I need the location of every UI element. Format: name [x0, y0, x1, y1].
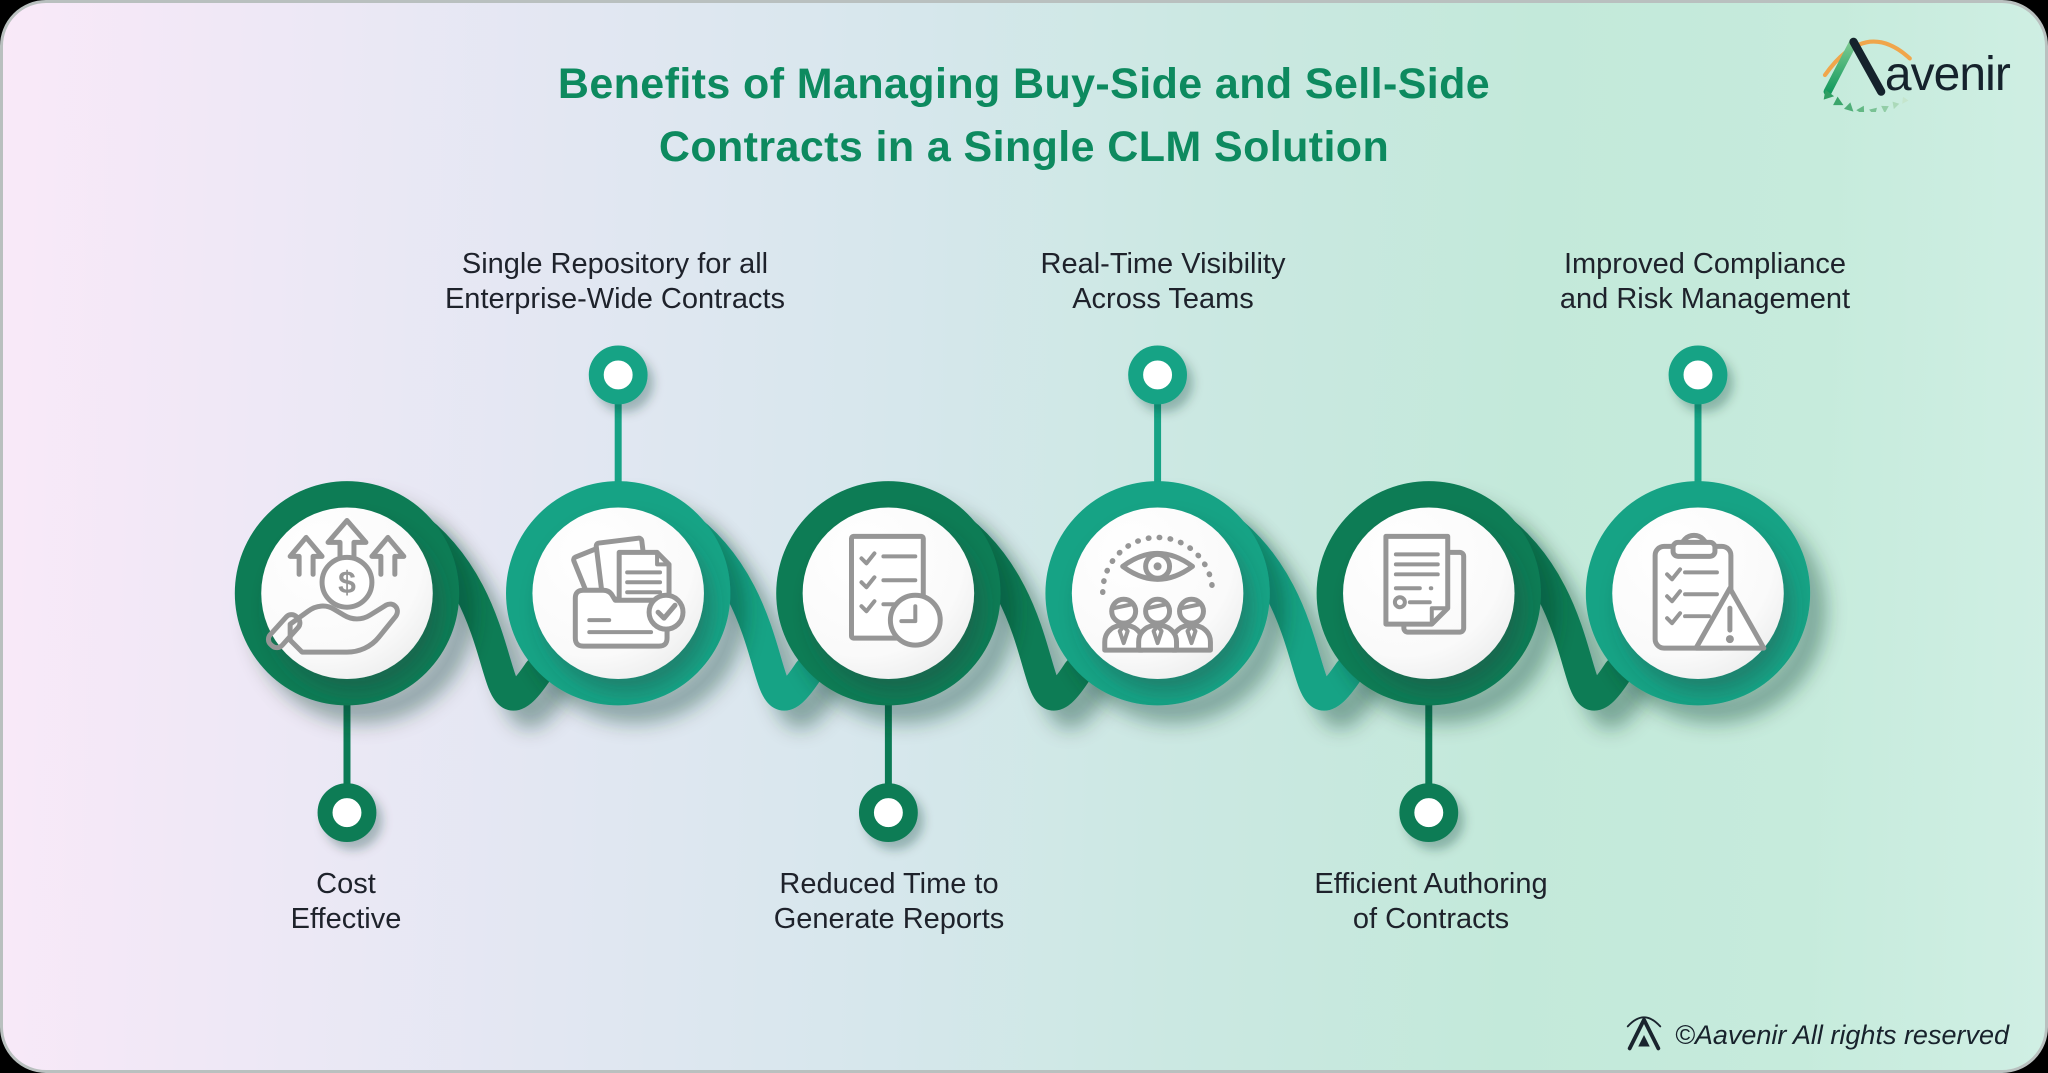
svg-text:$: $: [338, 564, 356, 600]
step-circle-3: [776, 481, 1001, 706]
step-label-efficient-authoring: Efficient Authoring of Contracts: [1314, 867, 1547, 937]
label-line: Single Repository for all: [461, 248, 769, 280]
checklist-clock-icon: [849, 533, 943, 648]
step-label-reduced-time: Reduced Time to Generate Reports: [774, 867, 1005, 937]
title-line-2: Contracts in a Single CLM Solution: [658, 123, 1390, 171]
label-line: Across Teams: [1072, 283, 1254, 315]
step-label-real-time-visibility: Real-Time Visibility Across Teams: [1041, 247, 1286, 317]
process-chain: $: [234, 345, 1811, 843]
label-line: Enterprise-Wide Contracts: [444, 283, 786, 315]
step-label-single-repository: Single Repository for all Enterprise-Wid…: [445, 247, 785, 317]
logo-lambda-left: [1823, 37, 1858, 96]
label-line: Cost: [316, 868, 376, 900]
label-line: Real-Time Visibility: [1040, 248, 1286, 280]
pin-connector-3: [858, 700, 918, 843]
label-line: Reduced Time to: [779, 868, 999, 900]
label-line: Efficient Authoring: [1314, 868, 1548, 900]
clipboard-warning-icon: [1652, 532, 1767, 651]
step-circle-2: [506, 481, 731, 706]
page-title: Benefits of Managing Buy-Side and Sell-S…: [3, 53, 2045, 179]
pin-connector-4: [1128, 345, 1188, 488]
footer: ©Aavenir All rights reserved: [1623, 1014, 2009, 1056]
eye-team-icon: [1100, 534, 1216, 653]
label-line: Effective: [290, 903, 402, 935]
logo-wordmark: avenir: [1885, 48, 2011, 101]
aavenir-logo: avenir: [1822, 37, 2012, 112]
pin-connector-1: [317, 700, 377, 843]
step-circle-6: [1585, 481, 1811, 706]
stacked-documents-icon: [1383, 533, 1467, 635]
logo-triangles: [1823, 89, 1909, 112]
step-circle-1: $: [234, 481, 460, 706]
pin-connector-6: [1668, 345, 1728, 488]
step-circle-5: [1316, 481, 1541, 706]
label-line: Improved Compliance: [1563, 248, 1847, 280]
folder-documents-check-icon: [571, 535, 686, 649]
step-circle-4: [1045, 481, 1270, 706]
step-label-cost-effective: Cost Effective: [291, 867, 402, 937]
label-line: of Contracts: [1352, 903, 1510, 935]
step-label-improved-compliance: Improved Compliance and Risk Management: [1560, 247, 1850, 317]
logo-lambda-right: [1849, 37, 1886, 96]
pin-connector-5: [1399, 700, 1459, 843]
aavenir-mark-icon: [1626, 1016, 1662, 1051]
label-line: Generate Reports: [773, 903, 1005, 935]
logo-arc: [1822, 39, 1912, 78]
label-line: and Risk Management: [1559, 283, 1851, 315]
title-line-1: Benefits of Managing Buy-Side and Sell-S…: [557, 60, 1491, 108]
copyright-text: ©Aavenir All rights reserved: [1674, 1019, 2009, 1050]
money-growth-hand-icon: $: [265, 517, 407, 655]
pin-connector-2: [588, 345, 648, 488]
